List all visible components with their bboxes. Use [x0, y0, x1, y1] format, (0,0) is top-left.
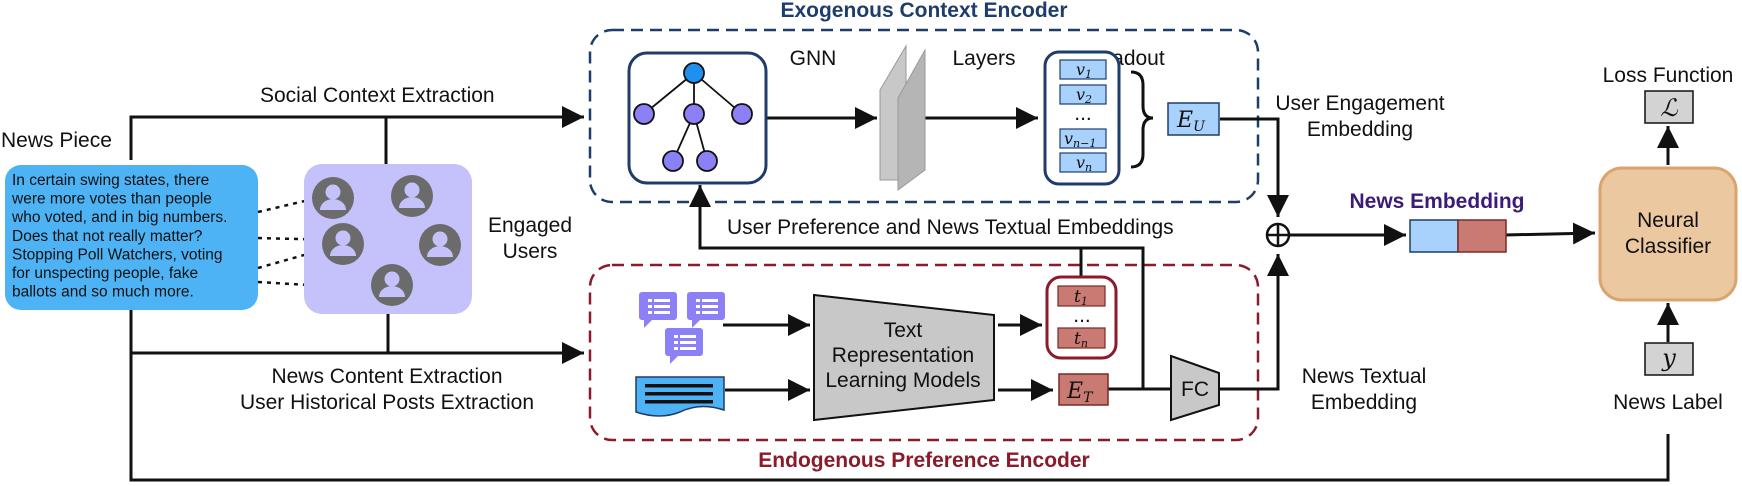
vector-tn: [1057, 327, 1106, 349]
news-embedding-et: [1058, 373, 1109, 406]
gnn-layers: [879, 44, 926, 191]
gnn-graph: [633, 62, 753, 172]
exogenous-encoder-frame: [588, 28, 1260, 204]
graph-root-node: [683, 62, 705, 84]
news-piece-box: In certain swing states, there were more …: [5, 165, 258, 310]
readout-brace: [1130, 70, 1154, 169]
readout-vectors: v1 v2 ... vn−1 vn: [1059, 59, 1107, 174]
loss-box: [1644, 90, 1694, 124]
connector-lines: [129, 106, 1679, 482]
chat-icon: [665, 328, 703, 364]
text-model-block: Text Representation Learning Models: [813, 293, 995, 422]
text-vector-dots: ...: [1073, 304, 1091, 327]
graph-node: [696, 150, 718, 172]
fc-label: FC: [1181, 378, 1209, 401]
news-text-line: Stopping Poll Watchers, voting: [12, 246, 223, 263]
graph-node: [662, 150, 684, 172]
news-embedding-label: News Embedding: [1349, 190, 1524, 213]
user-icons: [312, 175, 461, 306]
vector-v1: [1059, 59, 1107, 80]
user-icon: [371, 264, 413, 306]
loss-function-label: Loss Function: [1603, 64, 1734, 87]
chat-icon: [639, 292, 677, 328]
loss-symbol: ℒ: [1660, 94, 1678, 122]
user-history-label: User Historical Posts Extraction: [240, 391, 534, 414]
news-embedding-vector: [1409, 219, 1507, 253]
user-icon: [312, 177, 354, 219]
news-label-text: News Label: [1613, 391, 1723, 414]
vector-vn: [1059, 152, 1107, 173]
news-text-line: In certain swing states, there: [12, 172, 209, 189]
svg-text:vn: vn: [1076, 153, 1092, 174]
user-icon: [419, 224, 461, 266]
engaged-users-label-line1: Engaged: [488, 214, 572, 237]
vector-dots: ...: [1074, 102, 1092, 125]
exogenous-encoder-title: Exogenous Context Encoder: [780, 0, 1067, 22]
gnn-label: GNN: [790, 47, 837, 70]
user-pref-news-label: User Preference and News Textual Embeddi…: [727, 216, 1174, 239]
chat-icon: [687, 292, 725, 328]
svg-text:tn: tn: [1074, 329, 1088, 350]
news-textual-label-line1: News Textual: [1302, 365, 1427, 388]
engaged-users-label-line2: Users: [503, 240, 558, 263]
graph-node: [683, 103, 705, 125]
user-embedding-eu: [1167, 102, 1220, 136]
neural-classifier-box: [1598, 166, 1738, 302]
user-engagement-label-line2: Embedding: [1307, 118, 1413, 141]
classifier-label-line1: Neural: [1637, 209, 1699, 232]
vector-t1: [1057, 285, 1106, 307]
classifier-label-line2: Classifier: [1625, 235, 1711, 258]
news-piece-text: In certain swing states, there were more …: [11, 172, 227, 301]
svg-text:v2: v2: [1076, 85, 1092, 106]
layers-label: Layers: [952, 47, 1015, 70]
svg-text:ET: ET: [1066, 379, 1094, 406]
news-text-line: were more votes than people: [11, 191, 212, 208]
graph-node: [633, 103, 655, 125]
svg-text:vn−1: vn−1: [1064, 129, 1096, 150]
graph-node: [731, 103, 753, 125]
label-symbol: y: [1661, 344, 1676, 372]
svg-text:v1: v1: [1076, 60, 1092, 81]
news-content-label: News Content Extraction: [271, 365, 502, 388]
user-engagement-label-line1: User Engagement: [1275, 92, 1444, 115]
news-document-icon: [635, 376, 725, 417]
user-icon: [391, 175, 433, 217]
text-vectors: t1 ... tn: [1057, 285, 1106, 350]
vector-vn1: [1059, 128, 1107, 149]
news-text-line: for unspecting people, fake: [12, 265, 198, 282]
post-chat-icons: [639, 292, 725, 364]
news-text-line: ballots and so much more.: [12, 284, 194, 301]
concat-operator: [1265, 222, 1291, 248]
text-model-label-line2: Representation: [832, 344, 974, 367]
news-textual-label-line2: Embedding: [1311, 391, 1417, 414]
vector-v2: [1059, 84, 1107, 105]
text-model-label-line1: Text: [884, 319, 923, 342]
social-context-label: Social Context Extraction: [260, 84, 495, 107]
svg-text:EU: EU: [1176, 108, 1206, 135]
svg-text:t1: t1: [1074, 287, 1088, 308]
news-piece-label: News Piece: [1, 129, 112, 152]
fc-layer: FC: [1170, 354, 1220, 422]
user-icon: [322, 223, 364, 265]
endogenous-encoder-title: Endogenous Preference Encoder: [758, 449, 1089, 472]
news-text-line: Does that not really matter?: [12, 228, 203, 245]
news-text-line: who voted, and in big numbers.: [11, 209, 227, 226]
endogenous-encoder-frame: [588, 263, 1260, 442]
label-box: [1644, 342, 1694, 376]
text-model-label-line3: Learning Models: [825, 369, 980, 392]
